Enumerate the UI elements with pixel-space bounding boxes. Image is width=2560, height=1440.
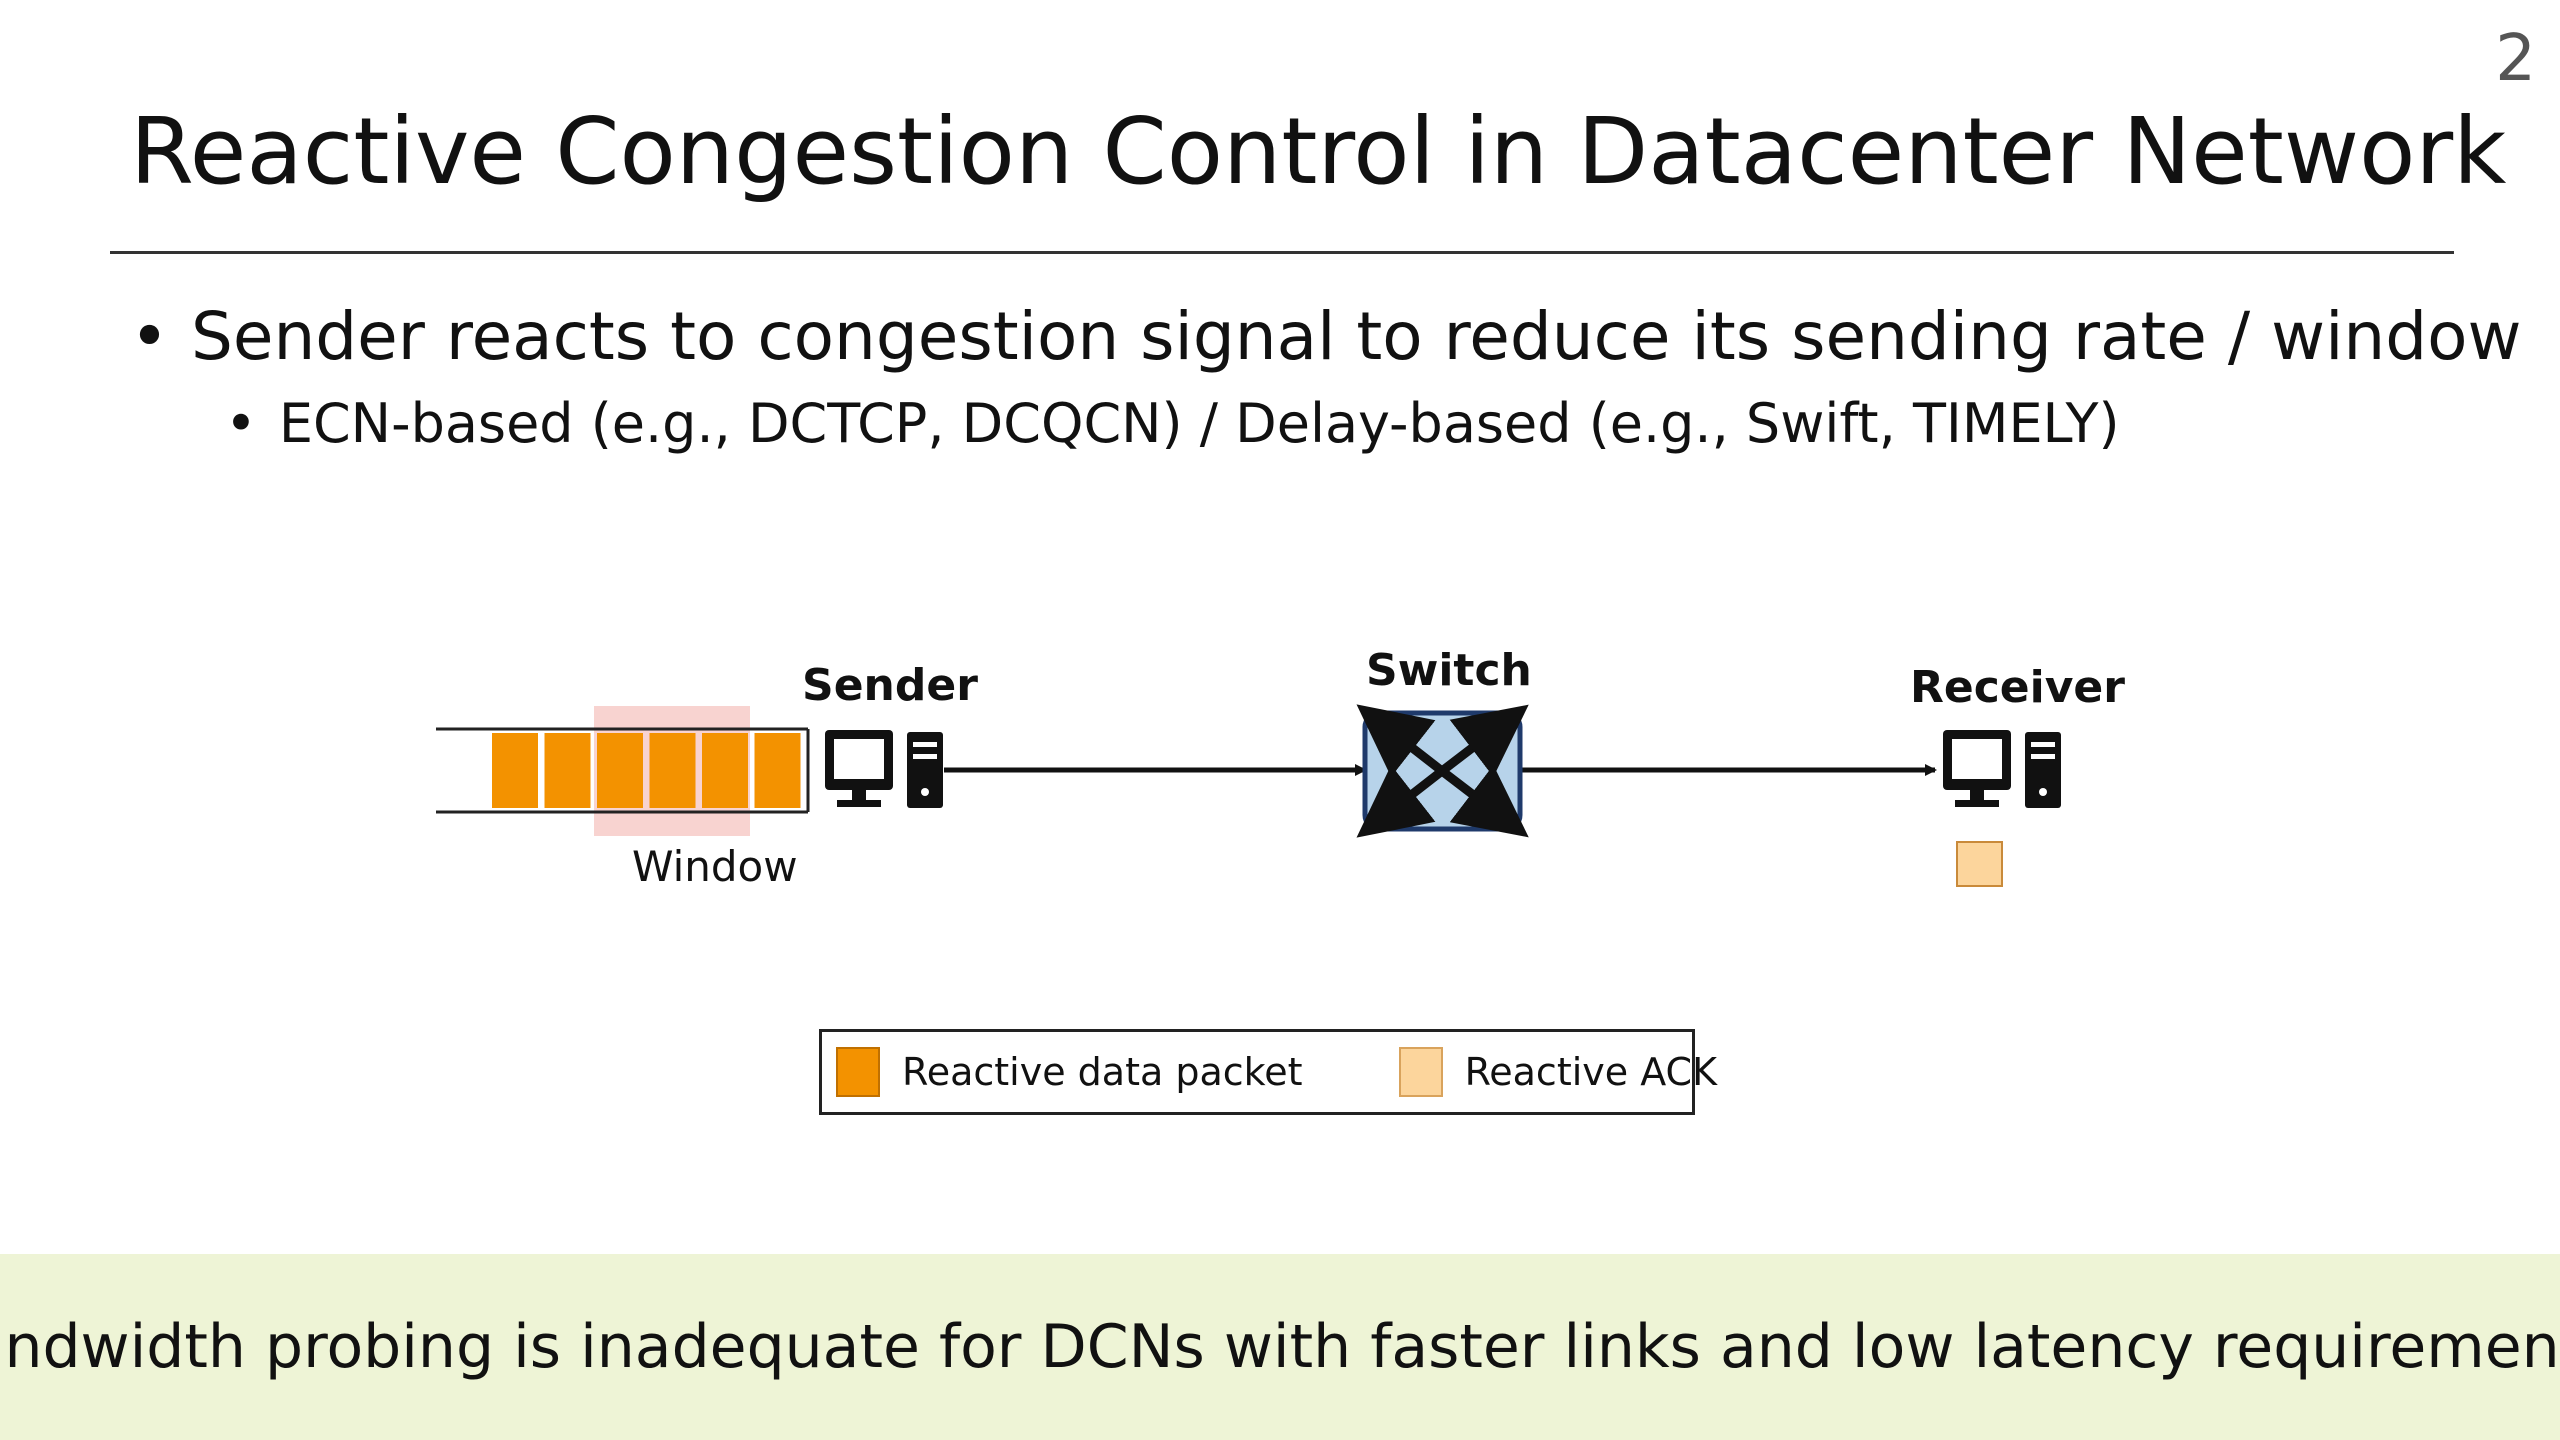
ack-packet — [1956, 841, 2003, 887]
bullet-sub: • ECN-based (e.g., DCTCP, DCQCN) / Delay-… — [225, 392, 2120, 455]
data-packet — [544, 733, 591, 808]
data-packet — [754, 733, 801, 808]
bullet-main-text: Sender reacts to congestion signal to re… — [190, 298, 2522, 375]
bullet-sub-text: ECN-based (e.g., DCTCP, DCQCN) / Delay-b… — [278, 392, 2120, 455]
data-packet — [702, 733, 748, 808]
conclusion-banner: Bandwidth probing is inadequate for DCNs… — [0, 1254, 2560, 1440]
bullet-main: • Sender reacts to congestion signal to r… — [130, 298, 2522, 375]
sender-computer-icon — [825, 730, 943, 808]
bullet-dot: • — [130, 298, 169, 375]
legend-item-ack: Reactive ACK — [1398, 1047, 1717, 1097]
page-number: 2 — [2495, 22, 2536, 96]
receiver-computer-icon — [1943, 730, 2061, 808]
legend-label-data-packet: Reactive data packet — [902, 1050, 1303, 1094]
legend: Reactive data packet Reactive ACK — [819, 1029, 1717, 1115]
receiver-label: Receiver — [1910, 662, 2125, 713]
data-packet — [492, 733, 538, 808]
data-packets — [492, 733, 801, 808]
legend-item-data-packet: Reactive data packet — [836, 1047, 1303, 1097]
sender-label: Sender — [802, 660, 978, 711]
bullet-dot: • — [225, 392, 257, 455]
data-packet — [597, 733, 643, 808]
slide-title: Reactive Congestion Control in Datacente… — [130, 98, 2507, 205]
window-label: Window — [632, 842, 798, 891]
send-buffer — [436, 727, 810, 814]
legend-swatch-ack — [1398, 1047, 1443, 1097]
title-rule — [110, 251, 2454, 254]
data-packet — [649, 733, 696, 808]
legend-swatch-data-packet — [836, 1047, 880, 1097]
legend-label-ack: Reactive ACK — [1464, 1050, 1717, 1094]
switch-icon — [1356, 704, 1529, 838]
banner-text: Bandwidth probing is inadequate for DCNs… — [0, 1312, 2560, 1382]
switch-label: Switch — [1366, 645, 1532, 696]
